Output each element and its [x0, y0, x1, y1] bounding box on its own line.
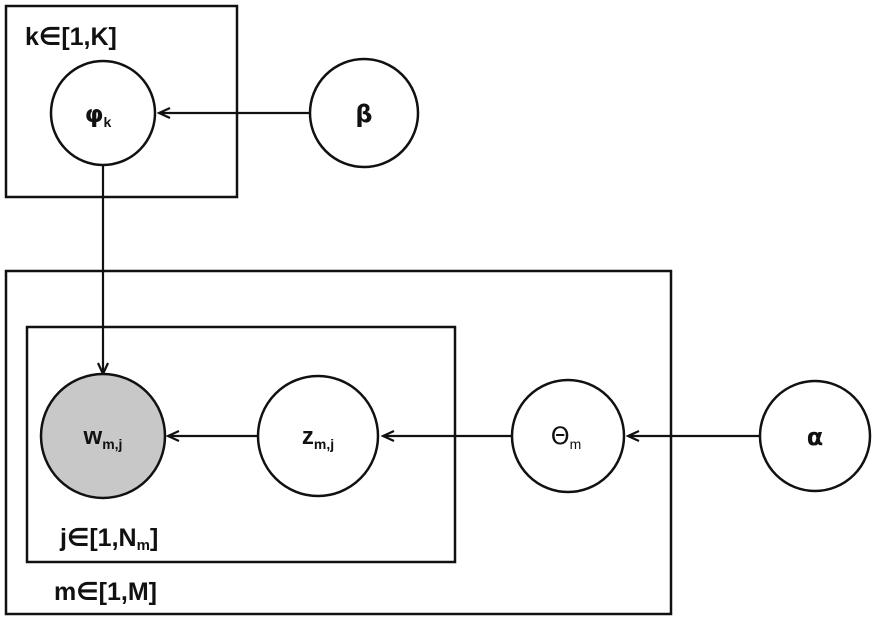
node-theta-sub: m [570, 436, 582, 452]
node-alpha-label: α [807, 423, 824, 451]
node-w-symbol: w [83, 423, 103, 450]
node-phi-label: φk [85, 100, 112, 130]
node-beta: β [308, 57, 420, 169]
node-theta-symbol: Θ [551, 422, 570, 450]
node-w-sub: m,j [102, 436, 122, 452]
node-beta-label: β [355, 100, 372, 128]
node-theta: Θm [510, 378, 626, 494]
node-phi-sub: k [103, 114, 111, 130]
node-phi-circle [49, 59, 157, 167]
word-plate-label: j∈[1,Nm] [59, 524, 158, 554]
document-plate [4, 269, 673, 616]
node-phi-symbol: φ [85, 100, 104, 128]
word-plate-label-close: ] [150, 524, 158, 552]
topic-plate-label: k∈[1,K] [25, 23, 117, 51]
node-beta-circle [308, 57, 420, 169]
node-w-label: wm,j [83, 423, 123, 452]
document-plate-label: m∈[1,M] [54, 578, 157, 606]
word-plate-label-main: j∈[1,N [59, 524, 137, 552]
node-z-symbol: z [302, 423, 314, 450]
node-theta-label: Θm [551, 422, 582, 452]
word-plate-label-sub: m [137, 537, 150, 554]
word-plate [25, 325, 457, 564]
node-theta-circle [510, 378, 626, 494]
node-z: zm,j [256, 374, 380, 498]
node-alpha-circle [758, 379, 872, 493]
node-z-sub: m,j [314, 436, 334, 452]
node-phi: φk [49, 59, 157, 167]
node-z-label: zm,j [302, 423, 334, 452]
node-alpha: α [758, 379, 872, 493]
topic-plate [4, 4, 239, 199]
node-w: wm,j [39, 372, 167, 500]
node-w-circle [39, 372, 167, 500]
node-z-circle [256, 374, 380, 498]
